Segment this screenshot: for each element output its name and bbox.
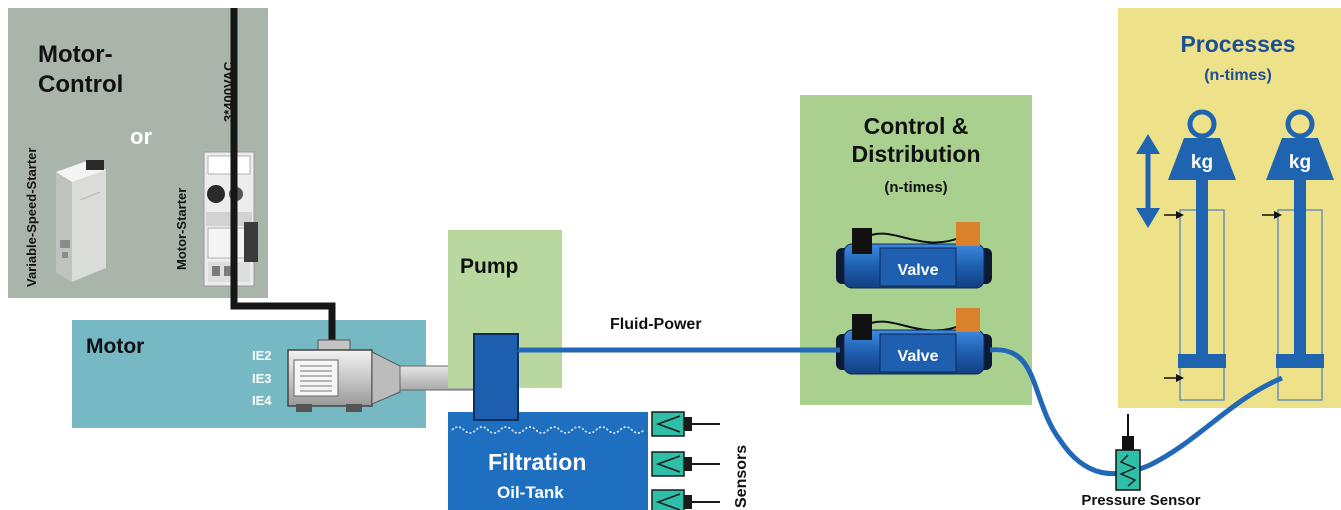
valve-1: Valve	[836, 222, 992, 289]
efficiency-class-ie3: IE3	[252, 371, 272, 386]
weight-1	[1168, 138, 1236, 180]
valve-2: Valve	[836, 308, 992, 375]
motor-starter-device	[203, 151, 258, 287]
tank-body	[448, 412, 648, 510]
valve-1-label: Valve	[898, 262, 939, 279]
motor-control-panel: Motor- Control or Variable-Speed-Starter…	[8, 8, 268, 298]
tank-sensor-3	[651, 489, 720, 510]
pump-title: Pump	[460, 255, 518, 278]
distribution-title-2: Distribution	[851, 141, 980, 167]
tank-subtitle: Oil-Tank	[497, 483, 564, 502]
variable-speed-starter-label: Variable-Speed-Starter	[24, 148, 39, 287]
processes-note: (n-times)	[1204, 67, 1272, 84]
distribution-panel: Control & Distribution (n-times) Valve V…	[800, 95, 1032, 405]
distribution-title-1: Control &	[864, 113, 969, 139]
pressure-sensor: Pressure Sensor	[1081, 414, 1201, 509]
motor-control-title-2: Control	[38, 71, 123, 98]
motor-starter-label: Motor-Starter	[174, 188, 189, 270]
efficiency-class-ie4: IE4	[252, 393, 272, 408]
tank-sensor-2	[651, 451, 720, 477]
sensors-label: Sensors	[733, 445, 750, 508]
weight-2-label: kg	[1289, 152, 1311, 173]
hydraulic-cylinder-1: kg	[1164, 109, 1236, 401]
pressure-hose	[989, 347, 1283, 477]
tank-title: Filtration	[488, 449, 586, 475]
weight-1-label: kg	[1191, 152, 1213, 173]
motor-title: Motor	[86, 335, 144, 358]
fluid-level-line	[451, 426, 645, 434]
processes-panel: Processes (n-times) kg	[1118, 8, 1341, 408]
power-cable	[230, 8, 336, 344]
variable-speed-starter-device	[56, 160, 106, 282]
tank-sensors: Sensors	[651, 411, 750, 510]
processes-title: Processes	[1180, 31, 1295, 57]
stroke-double-arrow	[1136, 134, 1160, 228]
or-label: or	[130, 124, 152, 149]
electric-motor	[287, 339, 477, 412]
distribution-note: (n-times)	[884, 179, 947, 196]
tank-sensor-1	[651, 411, 720, 437]
oil-tank: Filtration Oil-Tank	[448, 412, 648, 510]
motor-control-title-1: Motor-	[38, 41, 113, 68]
pressure-sensor-label: Pressure Sensor	[1081, 492, 1200, 509]
efficiency-class-ie2: IE2	[252, 348, 272, 363]
hydraulic-cylinder-2: kg	[1262, 109, 1334, 401]
valve-2-label: Valve	[898, 348, 939, 365]
fluid-power-label: Fluid-Power	[610, 316, 702, 333]
pump-block	[473, 333, 519, 421]
weight-2	[1266, 138, 1334, 180]
